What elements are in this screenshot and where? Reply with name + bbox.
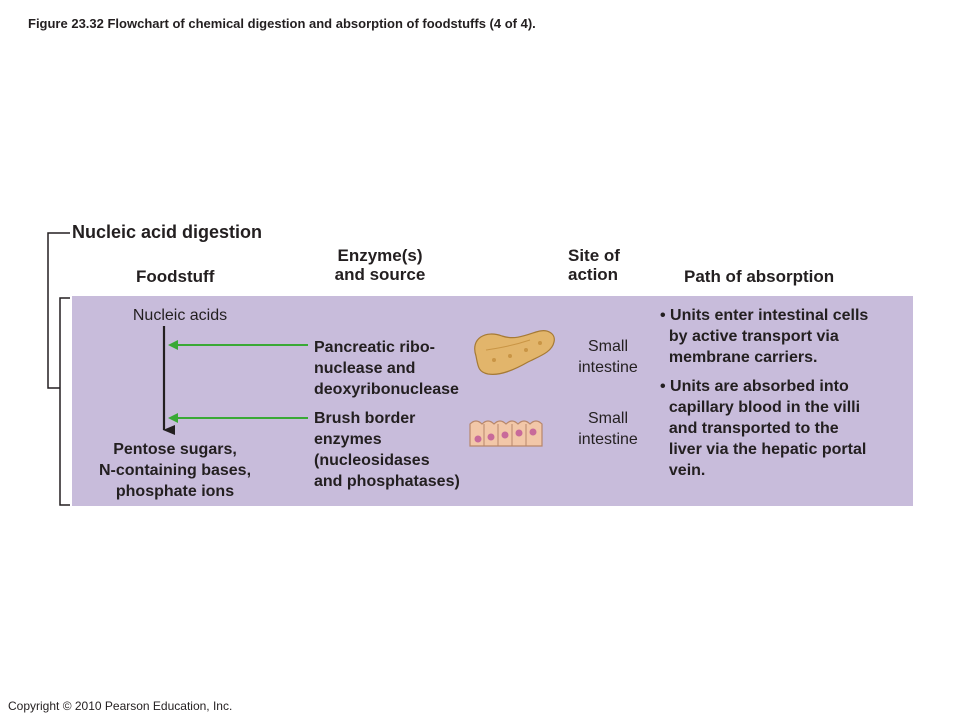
site-of-action-1: Small intestine [560, 336, 656, 378]
bullet-line: • Units are absorbed into [660, 378, 849, 395]
site-line: Small [587, 410, 628, 427]
enzyme-line: and phosphatases) [314, 473, 460, 490]
figure-caption: Figure 23.32 Flowchart of chemical diges… [28, 16, 536, 31]
enzyme-line: Pancreatic ribo- [314, 339, 435, 356]
site-line: Small [587, 338, 628, 355]
section-title: Nucleic acid digestion [72, 222, 263, 242]
bullet-line: membrane carriers. [660, 349, 818, 366]
bullet-line: vein. [660, 462, 706, 479]
header-enzyme-source: Enzyme(s) and source [318, 246, 442, 284]
bullet-line: • Units enter intestinal cells [660, 307, 869, 324]
green-arrow-1 [168, 340, 308, 350]
enzyme-line: Brush border [314, 410, 416, 427]
enzyme-line: nuclease and [314, 360, 416, 377]
header-path-of-absorption: Path of absorption [684, 267, 835, 286]
bullet-line: and transported to the [660, 420, 839, 437]
enzyme-line: (nucleosidases [314, 452, 430, 469]
inner-bracket [59, 297, 70, 506]
foodstuff-start: Nucleic acids [132, 307, 228, 324]
foodstuff-end-line: phosphate ions [115, 483, 235, 500]
brush-border-cells-icon [469, 420, 543, 447]
foodstuff-end-line: N-containing bases, [98, 462, 252, 479]
foodstuff-end-line: Pentose sugars, [113, 441, 237, 458]
site-line: intestine [578, 431, 638, 448]
copyright: Copyright © 2010 Pearson Education, Inc. [8, 699, 233, 713]
flowchart-panel [72, 296, 913, 506]
foodstuff-end: Pentose sugars, N-containing bases, phos… [70, 439, 280, 502]
enzyme-line: enzymes [314, 431, 382, 448]
enzyme-line: deoxyribonuclease [314, 381, 459, 398]
bullet-line: liver via the hepatic portal [660, 441, 867, 458]
site-of-action-2: Small intestine [560, 408, 656, 450]
header-foodstuff: Foodstuff [136, 267, 215, 286]
bullet-line: by active transport via [660, 328, 839, 345]
green-arrow-2 [168, 413, 308, 423]
header-site-line1: Site of [568, 246, 620, 265]
bullet-line: capillary blood in the villi [660, 399, 861, 416]
pancreas-icon [474, 330, 555, 375]
site-line: intestine [578, 359, 638, 376]
absorption-bullet-1: • Units enter intestinal cells by active… [660, 305, 868, 368]
enzyme-brush-border: Brush border enzymes (nucleosidases and … [314, 408, 460, 492]
header-enzyme-line2: and source [334, 265, 426, 284]
absorption-bullet-2: • Units are absorbed into capillary bloo… [660, 376, 866, 481]
outer-bracket [47, 232, 70, 389]
enzyme-pancreatic: Pancreatic ribo- nuclease and deoxyribon… [314, 337, 459, 400]
header-enzyme-line1: Enzyme(s) [337, 246, 423, 265]
header-site-line2: action [568, 265, 619, 284]
header-site-of-action: Site of action [568, 246, 620, 284]
